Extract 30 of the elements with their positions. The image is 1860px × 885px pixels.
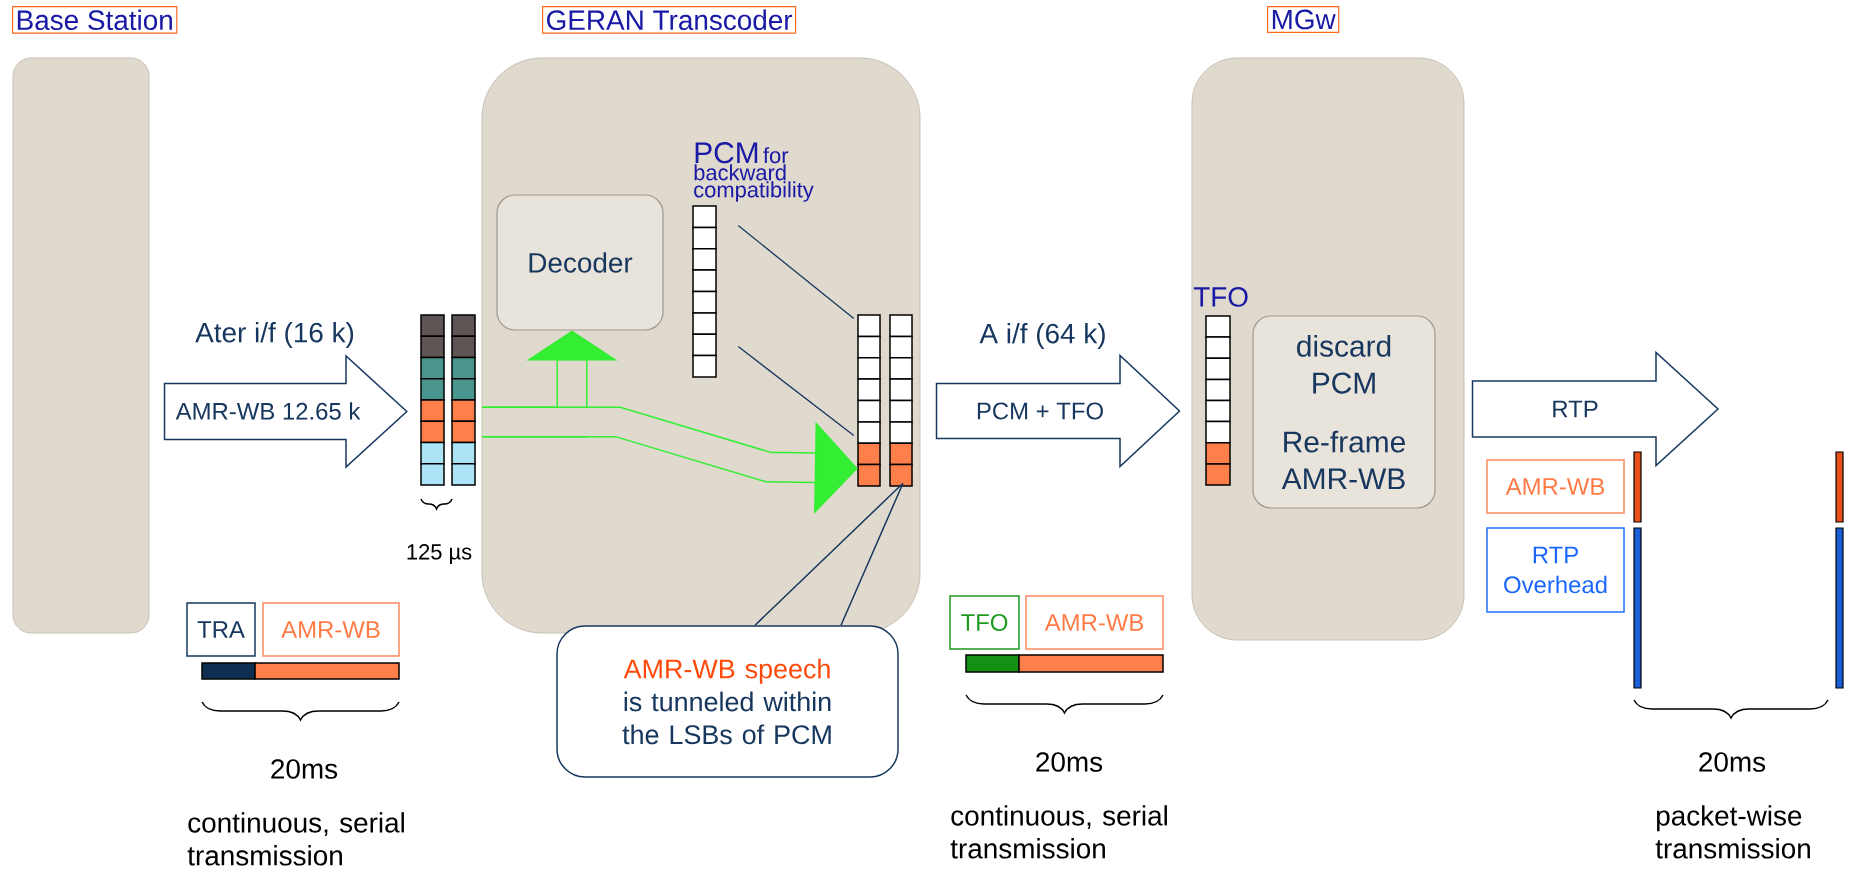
heading-label: Base Station (12, 6, 178, 34)
field-label-box: TRA (186, 602, 256, 657)
field-label-box: TFO (949, 595, 1020, 650)
field-label-box: RTP Overhead (1486, 527, 1625, 613)
duration-label: 20ms (1036, 752, 1103, 772)
heading-label: MGw (1267, 6, 1340, 33)
note-text: continuous, serial transmission (950, 805, 1167, 859)
interface-label: Ater i/f (16 k) (195, 322, 354, 348)
note-text: continuous, serial transmission (187, 812, 404, 866)
callout-bubble: AMR-WB speech is tunneled within the LSBs of PCM (556, 625, 899, 778)
field-label-box: AMR-WB (262, 602, 400, 657)
block-arrow (1471, 350, 1720, 468)
callout-pointer (754, 482, 904, 626)
frame-drawing (420, 314, 476, 486)
field-label-box: AMR-WB (1486, 459, 1625, 514)
duration-label: 20ms (271, 759, 338, 779)
connector-line (737, 345, 855, 437)
duration-label: 125 µs (407, 544, 472, 564)
connector-line (737, 224, 855, 320)
heading-label: GERAN Transcoder (542, 6, 797, 34)
note-text: packet-wise transmission (1655, 805, 1810, 859)
duration-label: 20ms (1699, 752, 1766, 772)
interface-label: A i/f (64 k) (979, 323, 1105, 349)
process-box: discard PCM Re-frame AMR-WB (1252, 315, 1436, 509)
field-label-box: AMR-WB (1025, 595, 1164, 650)
edge-label: AMR-WB 12.65 k (174, 401, 362, 421)
column-heading: PCM for backward compatibility (694, 142, 814, 202)
process-box: Decoder (496, 194, 664, 331)
frame-drawing (857, 314, 913, 487)
column-heading: TFO (1193, 287, 1248, 307)
